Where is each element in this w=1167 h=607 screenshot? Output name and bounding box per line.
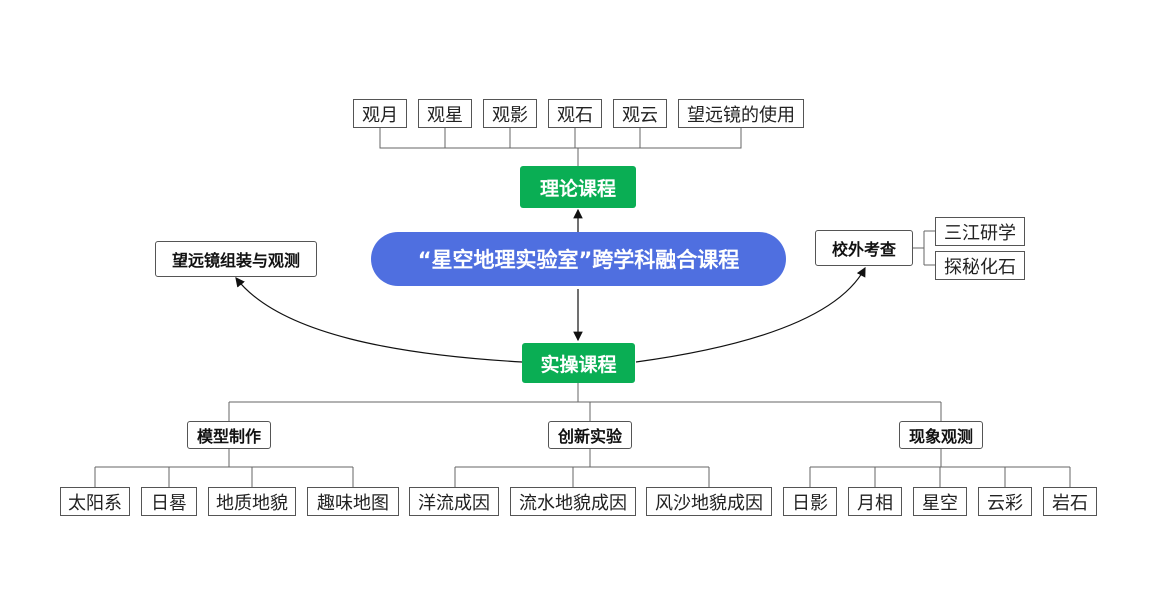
leaf-aeolian-landforms: 风沙地貌成因 — [646, 487, 772, 516]
theory-item-telescope-use: 望远镜的使用 — [678, 99, 804, 128]
arrow-to-outdoor — [635, 266, 866, 363]
leaf-fun-maps: 趣味地图 — [307, 487, 399, 516]
theory-item-moon: 观月 — [353, 99, 407, 128]
leaf-solar-system: 太阳系 — [60, 487, 130, 516]
group1-bracket — [94, 449, 354, 487]
leaf-rocks: 岩石 — [1043, 487, 1097, 516]
outdoor-item-fossils: 探秘化石 — [935, 251, 1025, 280]
leaf-landforms: 地质地貌 — [208, 487, 296, 516]
theory-item-stars: 观星 — [418, 99, 472, 128]
group-model-making: 模型制作 — [187, 421, 271, 449]
telescope-assembly-node: 望远镜组装与观测 — [155, 241, 317, 277]
theory-course-node: 理论课程 — [520, 166, 636, 208]
practice-bracket — [228, 382, 942, 421]
central-topic-node: “星空地理实验室”跨学科融合课程 — [371, 232, 786, 286]
outdoor-bracket — [912, 230, 935, 266]
group2-bracket — [454, 449, 710, 487]
leaf-clouds: 云彩 — [978, 487, 1032, 516]
leaf-sun-shadow: 日影 — [783, 487, 837, 516]
outdoor-item-sanjiang: 三江研学 — [935, 217, 1025, 246]
practice-course-node: 实操课程 — [522, 343, 635, 383]
group-innovation-experiment: 创新实验 — [548, 421, 632, 449]
theory-item-shadow: 观影 — [483, 99, 537, 128]
leaf-fluvial-landforms: 流水地貌成因 — [510, 487, 636, 516]
leaf-starry-sky: 星空 — [913, 487, 967, 516]
theory-bracket — [379, 128, 742, 166]
arrow-to-telescope — [235, 277, 523, 363]
leaf-sundial: 日晷 — [141, 487, 197, 516]
theory-item-clouds: 观云 — [613, 99, 667, 128]
outdoor-study-node: 校外考查 — [815, 230, 913, 266]
leaf-ocean-currents: 洋流成因 — [409, 487, 499, 516]
group-phenomenon-observation: 现象观测 — [899, 421, 983, 449]
leaf-moon-phase: 月相 — [848, 487, 902, 516]
group3-bracket — [809, 449, 1071, 487]
theory-item-rocks: 观石 — [548, 99, 602, 128]
